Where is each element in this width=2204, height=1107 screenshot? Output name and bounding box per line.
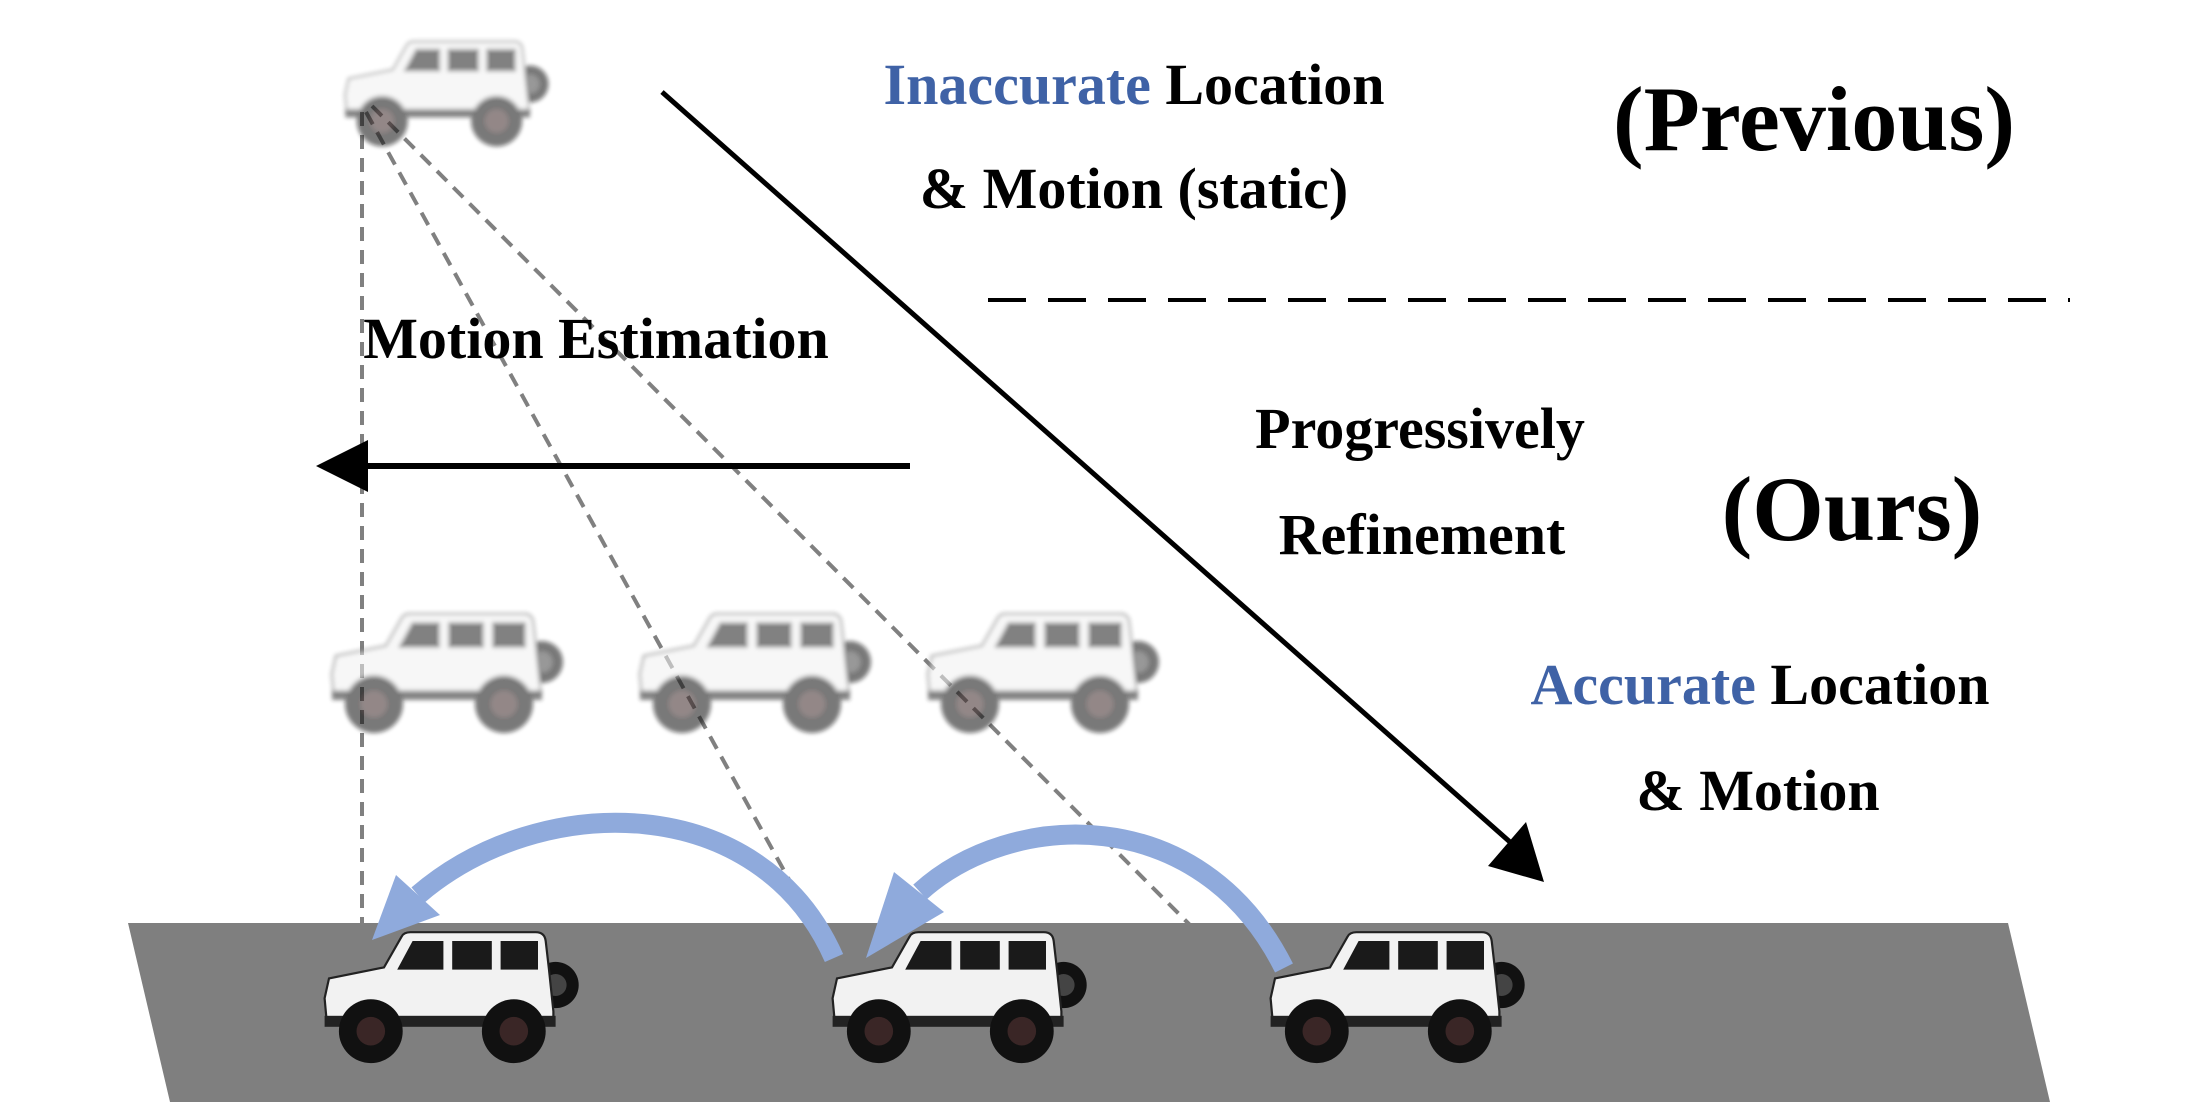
previous-label: (Previous) — [1613, 68, 2015, 170]
accurate-location-label: Accurate Location — [1530, 652, 1989, 717]
refine-arc-left — [411, 812, 844, 963]
location-word-bottom: Location — [1756, 652, 1990, 717]
ghost-car-row-3 — [927, 613, 1160, 734]
ghost-car-row-2 — [639, 613, 872, 734]
refine-arrowhead-right — [866, 872, 944, 958]
inaccurate-location-label: Inaccurate Location — [884, 52, 1385, 117]
road — [128, 923, 2050, 1102]
progressively-label: Progressively — [1255, 396, 1585, 461]
refinement-arrowhead — [1488, 822, 1544, 882]
accurate-word: Accurate — [1530, 652, 1755, 717]
refinement-arrow-shaft — [660, 90, 1512, 844]
sight-lines — [360, 104, 1192, 927]
refine-arc-right — [913, 824, 1293, 973]
motion-estimation-arrowhead — [316, 440, 368, 492]
inaccurate-word: Inaccurate — [884, 52, 1151, 117]
motion-static-label: & Motion (static) — [920, 156, 1348, 221]
motion-estimation-label: Motion Estimation — [363, 306, 829, 371]
location-word-top: Location — [1151, 52, 1385, 117]
ours-label: (Ours) — [1722, 458, 1983, 560]
refine-arrowhead-left — [372, 875, 440, 940]
motion-label: & Motion — [1636, 758, 1879, 823]
ghost-car-top — [344, 40, 550, 148]
ghost-car-row-1 — [331, 613, 564, 734]
refinement-label: Refinement — [1279, 502, 1566, 567]
